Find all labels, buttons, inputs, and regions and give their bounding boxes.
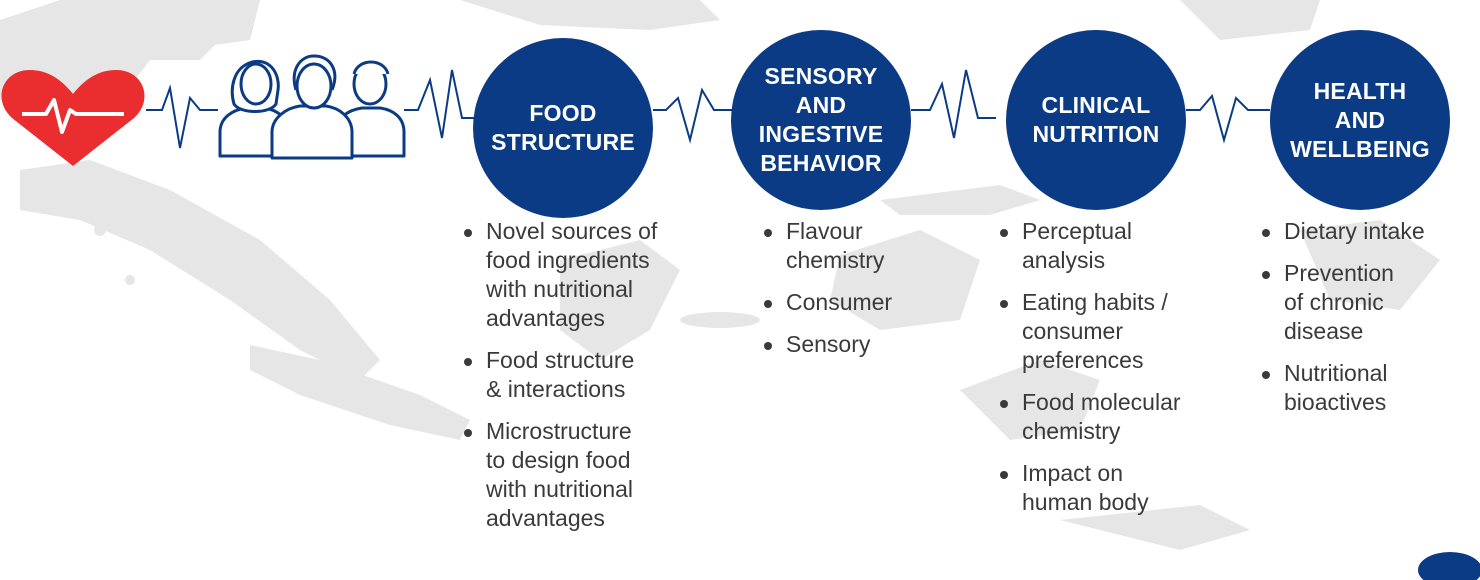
topic-circle-health-wellbeing: HealthandWellbeing: [1270, 30, 1450, 210]
sensory-list: Flavour chemistry Consumer Sensory: [762, 217, 942, 372]
list-item: Impact on human body: [998, 459, 1218, 517]
corner-badge: [1418, 552, 1480, 580]
list-item: Microstructure to design food with nutri…: [462, 417, 702, 533]
topic-circle-food-structure: FoodStructure: [473, 38, 653, 218]
topic-title: ClinicalNutrition: [1032, 92, 1160, 147]
list-item: Dietary intake: [1260, 217, 1480, 246]
list-item: Prevention of chronic disease: [1260, 259, 1480, 346]
people-group-icon: [218, 54, 406, 160]
list-item: Sensory: [762, 330, 942, 359]
heart-pulse-icon: [1, 70, 145, 166]
list-item: Food structure & interactions: [462, 346, 702, 404]
topic-title: SensoryandIngestiveBehavior: [758, 63, 884, 176]
food-structure-list: Novel sources of food ingredients with n…: [462, 217, 702, 546]
list-item: Novel sources of food ingredients with n…: [462, 217, 702, 333]
list-item: Consumer: [762, 288, 942, 317]
topic-circle-clinical-nutrition: ClinicalNutrition: [1006, 30, 1186, 210]
background-map: [0, 0, 1440, 550]
topic-title: FoodStructure: [491, 100, 635, 155]
clinical-nutrition-list: Perceptual analysis Eating habits / cons…: [998, 217, 1218, 530]
list-item: Food molecular chemistry: [998, 388, 1218, 446]
topic-title: HealthandWellbeing: [1290, 77, 1430, 162]
list-item: Flavour chemistry: [762, 217, 942, 275]
health-wellbeing-list: Dietary intake Prevention of chronic dis…: [1260, 217, 1480, 430]
list-item: Eating habits / consumer preferences: [998, 288, 1218, 375]
list-item: Perceptual analysis: [998, 217, 1218, 275]
ekg-line: [146, 69, 1270, 149]
list-item: Nutritional bioactives: [1260, 359, 1480, 417]
topic-circle-sensory: SensoryandIngestiveBehavior: [731, 30, 911, 210]
